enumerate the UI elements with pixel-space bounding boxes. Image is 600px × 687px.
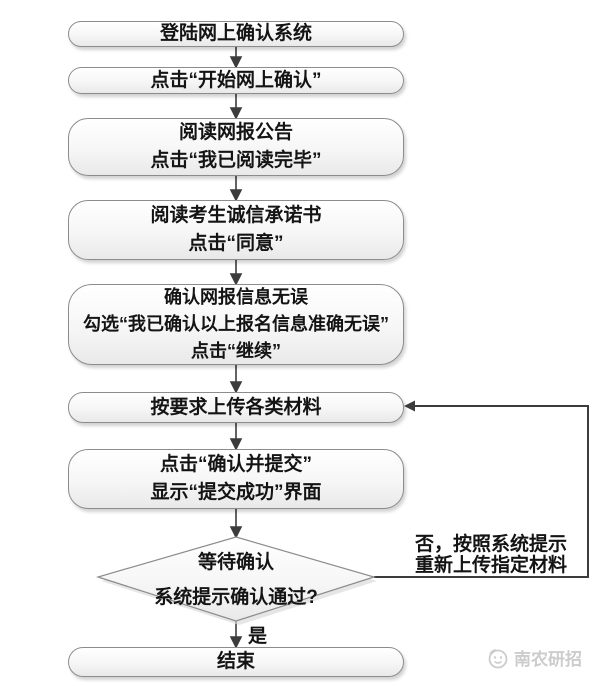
node-text: 点击“确认并提交” xyxy=(159,454,312,475)
smiley-face-icon xyxy=(486,646,510,670)
node-text: 显示“提交成功”界面 xyxy=(150,482,322,503)
node-text: 阅读考生诚信承诺书 xyxy=(150,205,322,226)
decision-text-line2: 系统提示确认通过? xyxy=(154,587,318,608)
edge-label-no-line1: 否，按照系统提示 xyxy=(414,534,567,555)
watermark-text: 南农研招 xyxy=(514,650,582,669)
node-text: 登陆网上确认系统 xyxy=(159,23,312,44)
arrow-verify-to-upload xyxy=(229,365,243,394)
node-text: 结束 xyxy=(216,651,255,672)
edge-label-yes: 是 xyxy=(248,626,268,647)
watermark: 南农研招 xyxy=(486,645,582,670)
decision-text-line1: 等待确认 xyxy=(197,552,274,573)
flow-node-read-announcement: 阅读网报公告 点击“我已阅读完毕” xyxy=(68,118,404,176)
loop-arrowhead xyxy=(404,400,415,412)
flow-arrows xyxy=(229,47,243,649)
flow-node-verify-info: 确认网报信息无误 勾选“我已确认以上报名信息准确无误” 点击“继续” xyxy=(68,284,404,365)
node-text: 按要求上传各类材料 xyxy=(150,396,322,418)
node-text: 点击“同意” xyxy=(188,233,284,254)
node-text: 阅读网报公告 xyxy=(178,122,293,143)
arrow-upload-to-submit xyxy=(229,423,243,451)
flow-node-upload-materials: 按要求上传各类材料 xyxy=(68,392,404,423)
edge-label-no-line2: 重新上传指定材料 xyxy=(414,555,567,576)
arrow-start-to-announcement xyxy=(229,94,243,120)
flow-node-login: 登陆网上确认系统 xyxy=(68,21,404,47)
arrow-login-to-start xyxy=(229,47,243,69)
node-text: 勾选“我已确认以上报名信息准确无误” xyxy=(83,314,389,334)
flow-node-end: 结束 xyxy=(68,647,404,677)
node-text: 确认网报信息无误 xyxy=(164,287,308,307)
arrow-decision-to-end xyxy=(229,621,243,649)
arrow-announcement-to-pledge xyxy=(229,176,243,202)
arrow-pledge-to-verify xyxy=(229,260,243,286)
flow-node-submit: 点击“确认并提交” 显示“提交成功”界面 xyxy=(68,449,404,509)
node-text: 点击“开始网上确认” xyxy=(150,69,322,91)
flow-node-integrity-pledge: 阅读考生诚信承诺书 点击“同意” xyxy=(68,200,404,260)
node-text: 点击“我已阅读完毕” xyxy=(150,150,322,171)
flow-node-start-confirm: 点击“开始网上确认” xyxy=(68,67,404,94)
node-text: 点击“继续” xyxy=(191,341,281,361)
decision-diamond-shape xyxy=(95,536,377,625)
loop-arrow-no xyxy=(374,400,589,578)
arrow-submit-to-decision xyxy=(229,509,243,539)
edge-label-no: 否，按照系统提示 重新上传指定材料 xyxy=(406,534,576,576)
